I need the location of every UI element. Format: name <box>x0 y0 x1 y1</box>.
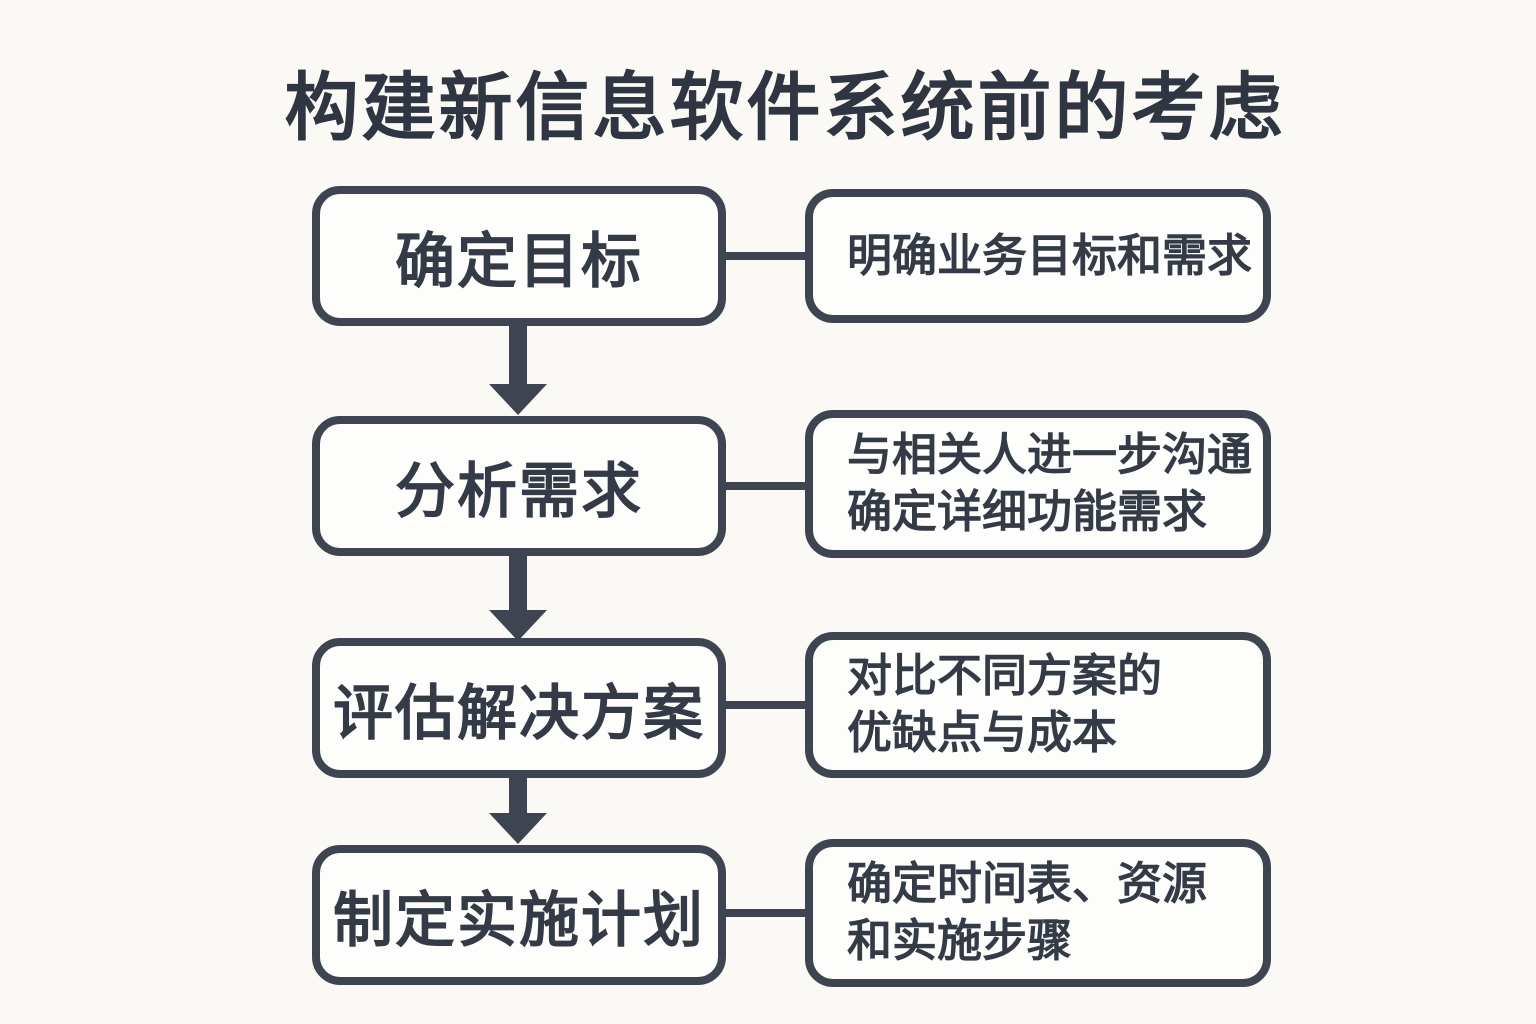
down-arrow-icon <box>489 610 547 641</box>
step-label: 制定实施计划 <box>333 886 705 954</box>
detail-box-implementation-plan: 确定时间表、资源 和实施步骤 <box>805 839 1271 987</box>
step-box-evaluate-solutions: 评估解决方案 <box>312 638 726 778</box>
detail-line: 对比不同方案的 <box>847 650 1163 702</box>
page-title: 构建新信息软件系统前的考虑 <box>284 66 1286 149</box>
down-arrow-icon <box>489 384 547 415</box>
detail-box-define-goals: 明确业务目标和需求 <box>805 189 1271 323</box>
detail-box-evaluate-solutions: 对比不同方案的 优缺点与成本 <box>805 632 1271 778</box>
connector-line <box>722 252 809 260</box>
down-arrow-stem <box>509 778 527 815</box>
detail-line: 优缺点与成本 <box>847 707 1118 758</box>
connector-line <box>722 701 809 709</box>
detail-line: 明确业务目标和需求 <box>847 229 1253 281</box>
down-arrow-icon <box>489 813 547 844</box>
connector-line <box>722 909 809 917</box>
step-box-analyze-requirements: 分析需求 <box>312 416 726 556</box>
step-label: 评估解决方案 <box>333 679 705 747</box>
detail-box-analyze-requirements: 与相关人进一步沟通 确定详细功能需求 <box>805 410 1271 558</box>
down-arrow-stem <box>509 326 527 386</box>
step-box-define-goals: 确定目标 <box>312 186 726 326</box>
connector-line <box>722 482 809 490</box>
step-label: 分析需求 <box>395 457 643 525</box>
detail-line: 确定详细功能需求 <box>847 486 1208 537</box>
step-label: 确定目标 <box>395 227 643 295</box>
detail-line: 确定时间表、资源 <box>847 858 1208 910</box>
step-box-implementation-plan: 制定实施计划 <box>312 845 726 985</box>
detail-line: 和实施步骤 <box>847 915 1073 966</box>
down-arrow-stem <box>509 556 527 612</box>
detail-line: 与相关人进一步沟通 <box>847 429 1253 481</box>
